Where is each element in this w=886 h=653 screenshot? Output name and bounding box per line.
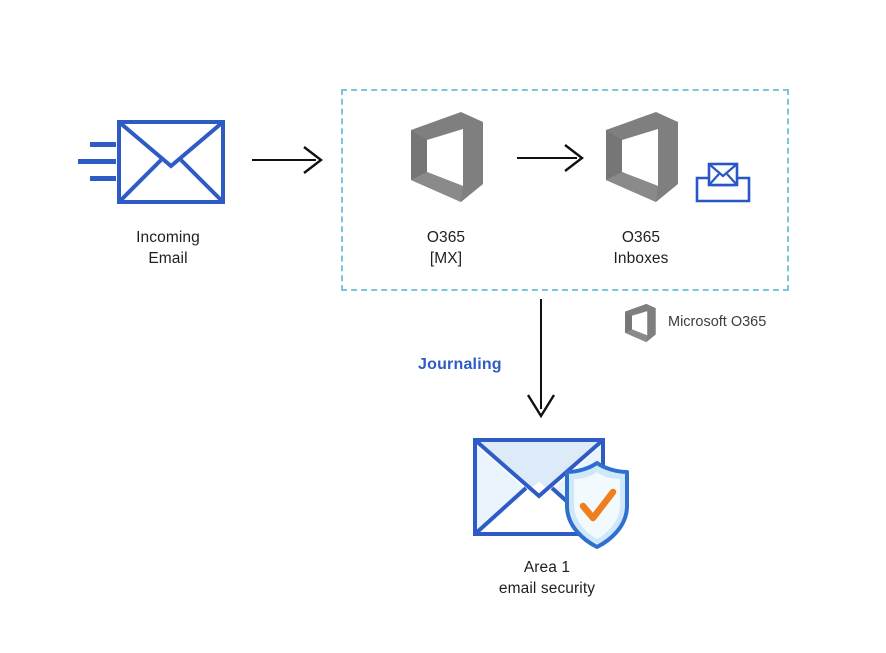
legend-o365-logo-icon — [622, 303, 658, 343]
incoming-email-label: Incoming Email — [136, 229, 200, 267]
journaling-edge-label: Journaling — [418, 356, 502, 373]
o365-mx-logo-icon — [405, 110, 487, 204]
arrow-mx-to-inboxes — [517, 143, 585, 173]
arrow-inboxes-to-area1 — [524, 299, 558, 419]
area1-envelope-shield-icon — [466, 430, 632, 550]
incoming-speed-lines-icon — [74, 138, 122, 188]
inbox-tray-envelope-icon — [694, 160, 752, 204]
o365-boundary-box — [341, 89, 789, 291]
legend-label: Microsoft O365 — [668, 314, 767, 330]
o365-mx-label: O365 [MX] — [426, 229, 466, 267]
arrow-incoming-to-mx — [252, 145, 324, 175]
o365-inboxes-logo-icon — [600, 110, 682, 204]
area1-label: Area 1 email security — [498, 559, 596, 597]
incoming-envelope-icon — [117, 120, 225, 204]
o365-inboxes-label: O365 Inboxes — [613, 229, 669, 267]
